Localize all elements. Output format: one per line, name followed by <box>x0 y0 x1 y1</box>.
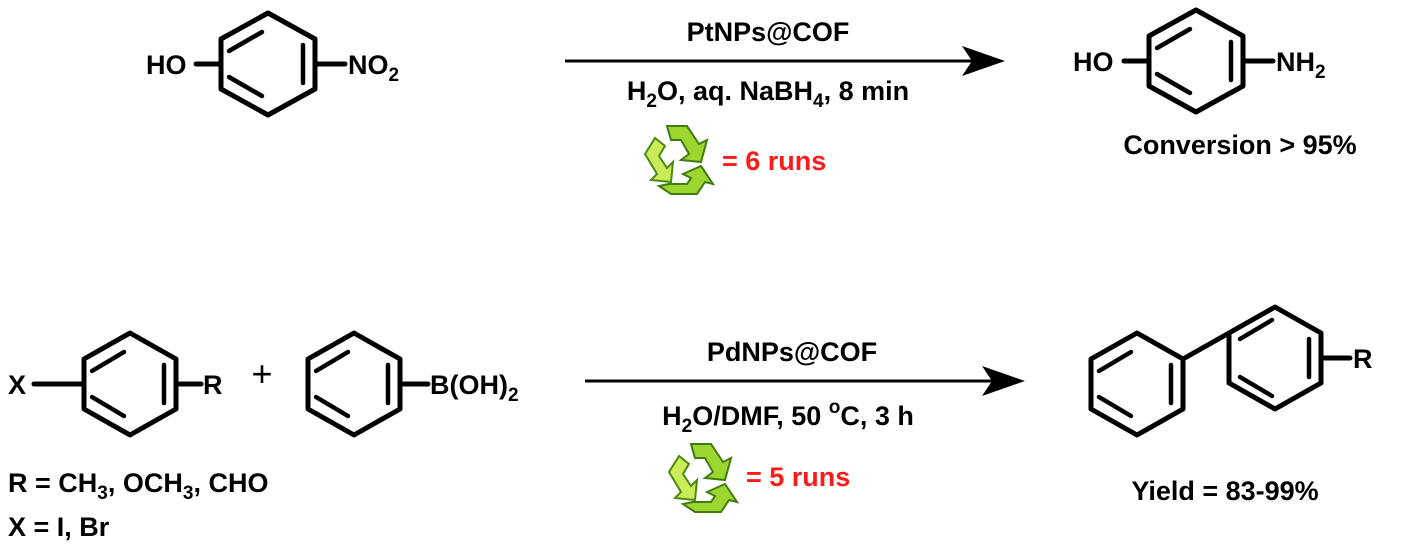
recycle-icon <box>668 443 738 513</box>
product-biphenyl: R <box>1088 304 1373 438</box>
reaction-2: X R + B(OH)2 PdNPs@COF H2O/DMF, 50 oC, 3… <box>8 304 1373 542</box>
substituent-r-label: R <box>1353 344 1373 374</box>
amino-label: NH2 <box>1276 47 1326 83</box>
boronic-acid-label: B(OH)2 <box>430 370 519 406</box>
x-definition: X = I, Br <box>8 512 110 542</box>
plus-sign: + <box>251 353 272 394</box>
recycle-runs-1: = 6 runs <box>722 146 826 176</box>
arrowhead <box>982 366 1025 396</box>
hydroxyl-label: HO <box>146 50 187 80</box>
halide-x-label: X <box>8 370 26 400</box>
benzene-ring <box>305 330 403 438</box>
product-4-aminophenol: HO NH2 <box>1073 7 1326 115</box>
benzene-ring <box>1226 304 1324 412</box>
benzene-ring <box>81 330 179 438</box>
conditions-label-1: H2O, aq. NaBH4, 8 min <box>627 76 909 112</box>
catalyst-label-1: PtNPs@COF <box>687 17 850 47</box>
yield-label: Yield = 83-99% <box>1131 476 1318 506</box>
recycle-icon <box>644 125 714 195</box>
reaction-1: HO NO2 PtNPs@COF H2O, aq. NaBH4, 8 min =… <box>146 7 1357 195</box>
conditions-label-2: H2O/DMF, 50 oC, 3 h <box>662 397 914 437</box>
benzene-ring <box>218 10 318 118</box>
nitro-label: NO2 <box>348 50 399 86</box>
benzene-ring <box>1146 7 1246 115</box>
conversion-label: Conversion > 95% <box>1123 130 1356 160</box>
reactant-4-nitrophenol: HO NO2 <box>146 10 399 118</box>
arrowhead <box>962 46 1005 76</box>
reactant-phenylboronic-acid: B(OH)2 <box>305 330 519 438</box>
catalyst-label-2: PdNPs@COF <box>707 337 877 367</box>
substituent-r-label: R <box>203 370 223 400</box>
reaction-arrow-2 <box>585 366 1025 396</box>
r-definition: R = CH3, OCH3, CHO <box>8 468 268 504</box>
recycle-runs-2: = 5 runs <box>746 462 850 492</box>
reactant-aryl-halide: X R <box>8 330 223 438</box>
reaction-arrow-1 <box>565 46 1005 76</box>
hydroxyl-label: HO <box>1073 47 1114 77</box>
